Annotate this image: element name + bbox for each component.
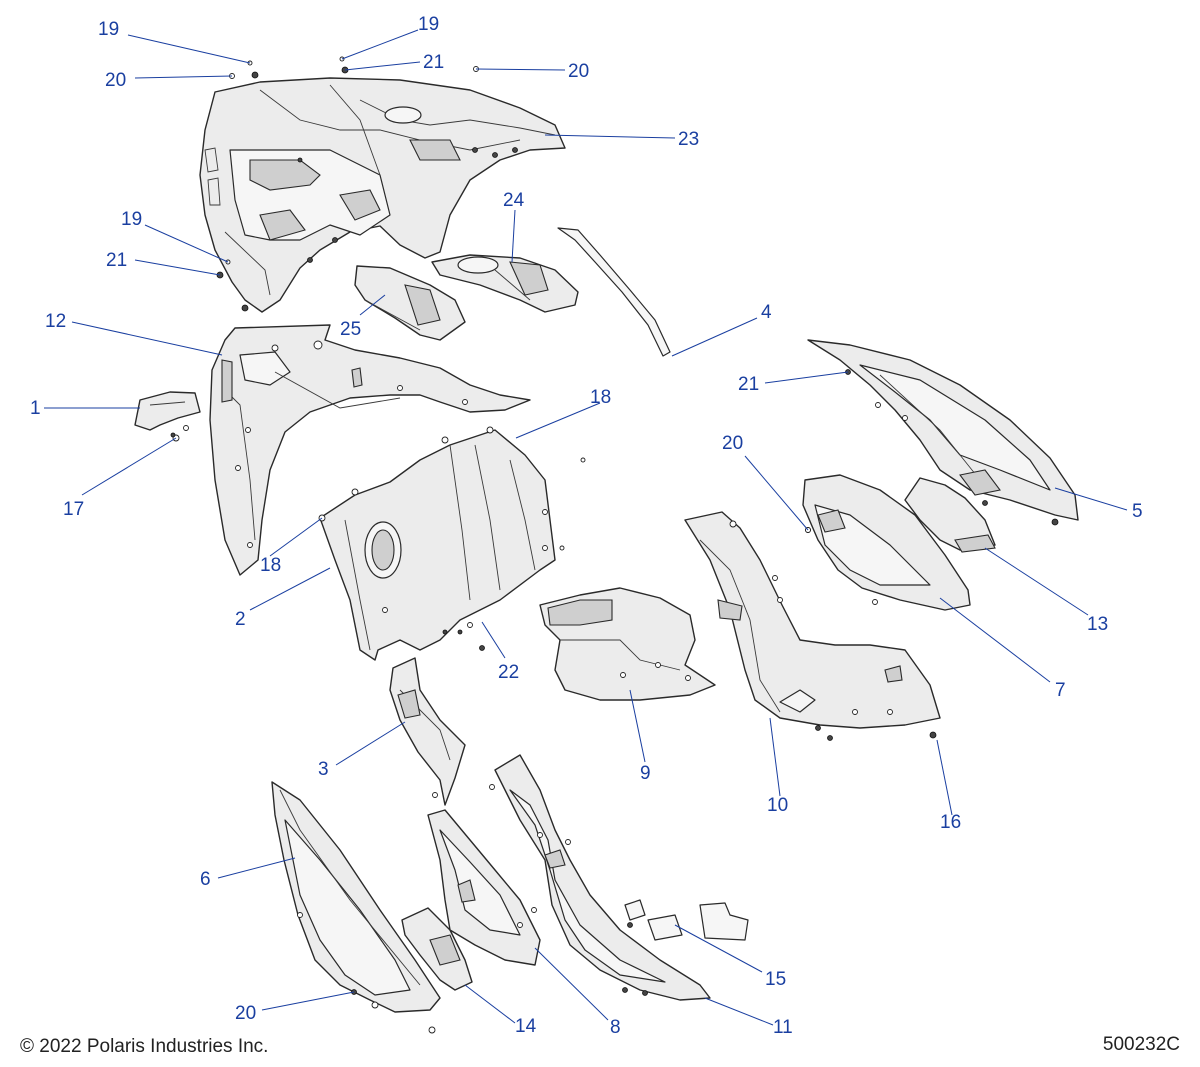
part-4-seal-strip (557, 227, 671, 357)
callout-18: 18 (260, 555, 281, 576)
callout-23: 23 (678, 129, 699, 150)
callout-3: 3 (318, 759, 329, 780)
callout-4: 4 (761, 302, 772, 323)
part-25-duct (354, 265, 466, 341)
drawing-number: 500232C (1102, 1034, 1180, 1055)
callout-19: 19 (121, 209, 142, 230)
callout-14: 14 (515, 1016, 537, 1037)
callout-20: 20 (235, 1003, 256, 1024)
part-7-right-lower-panel (802, 474, 971, 611)
part-2-firewall-panel (318, 426, 586, 661)
part-11-long-lower-panel (494, 754, 711, 1001)
callout-16: 16 (940, 812, 961, 833)
part-12-inner-panel (209, 324, 531, 576)
callout-10: 10 (767, 795, 788, 816)
part-10-right-inner-panel (684, 511, 941, 741)
callout-9: 9 (640, 763, 651, 784)
part-9-tunnel-cover (539, 587, 716, 701)
callout-11: 11 (773, 1017, 793, 1038)
leader-lines (44, 29, 1128, 1026)
callout-22: 22 (498, 662, 519, 683)
callout-20: 20 (722, 433, 743, 454)
part-5-side-panel (807, 339, 1079, 526)
callout-25: 25 (340, 319, 361, 340)
callout-8: 8 (610, 1017, 621, 1038)
callout-1: 1 (30, 398, 41, 419)
callout-19: 19 (98, 19, 119, 40)
callout-19: 19 (418, 14, 439, 35)
part-8-center-lower-panel (427, 784, 541, 966)
part-15-pads (624, 899, 749, 941)
callout-24: 24 (503, 190, 525, 211)
callout-20: 20 (568, 61, 589, 82)
part-23-hood (199, 77, 566, 313)
callout-13: 13 (1087, 614, 1108, 635)
part-1-bracket (134, 391, 201, 442)
callout-7: 7 (1055, 680, 1066, 701)
callout-6: 6 (200, 869, 211, 890)
callout-17: 17 (63, 499, 84, 520)
part-24-duct (431, 254, 579, 313)
callout-2: 2 (235, 609, 246, 630)
copyright-notice: © 2022 Polaris Industries Inc. (20, 1036, 269, 1057)
callout-labels: 19 19 20 21 20 23 24 19 21 4 25 12 21 18… (30, 14, 1143, 1038)
part-3-lower-duct (389, 657, 466, 806)
part-14-heat-shield (401, 907, 473, 991)
callout-12: 12 (45, 311, 66, 332)
part-6-left-lower-panel (271, 781, 441, 1034)
callout-5: 5 (1132, 501, 1143, 522)
callout-18: 18 (590, 387, 611, 408)
callout-20: 20 (105, 70, 126, 91)
callout-21: 21 (423, 52, 444, 73)
callout-21: 21 (738, 374, 759, 395)
callout-15: 15 (765, 969, 786, 990)
callout-21: 21 (106, 250, 127, 271)
part-13-insulator (904, 477, 996, 553)
